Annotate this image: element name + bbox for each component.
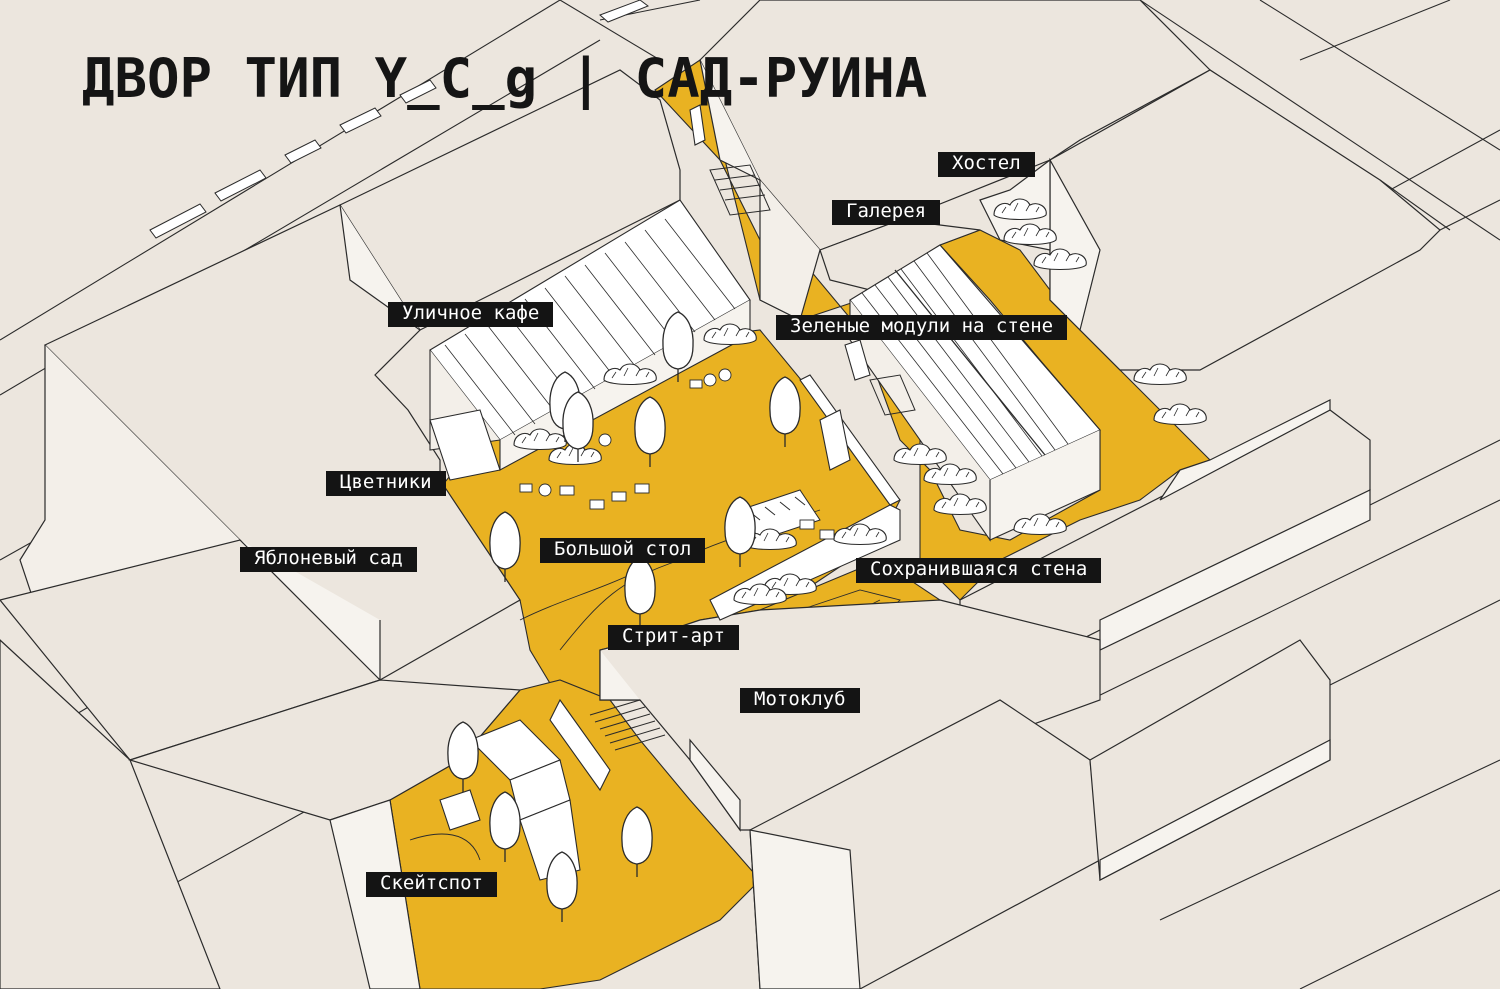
label-green-modules: Зеленые модули на стене — [776, 315, 1068, 340]
label-flowerbeds: Цветники — [326, 471, 446, 496]
label-gallery: Галерея — [832, 200, 941, 225]
label-moto-club: Мотоклуб — [740, 688, 860, 713]
stairs-icon — [589, 164, 916, 751]
label-hostel: Хостел — [938, 152, 1035, 177]
building-bottom-right — [749, 639, 1331, 989]
building-motoclub — [599, 599, 1101, 832]
page-title: ДВОР ТИП Y_C_g | САД-РУИНА — [82, 47, 928, 110]
label-skatespot: Скейтспот — [366, 872, 497, 897]
label-street-cafe: Уличное кафе — [388, 302, 554, 327]
label-street-art: Стрит-арт — [608, 625, 739, 650]
label-apple-garden: Яблоневый сад — [240, 547, 417, 572]
fence-modules — [149, 0, 650, 239]
building-top-right — [699, 0, 1441, 371]
label-big-table: Большой стол — [540, 538, 706, 563]
label-preserved-wall: Сохранившаяся стена — [856, 558, 1102, 583]
